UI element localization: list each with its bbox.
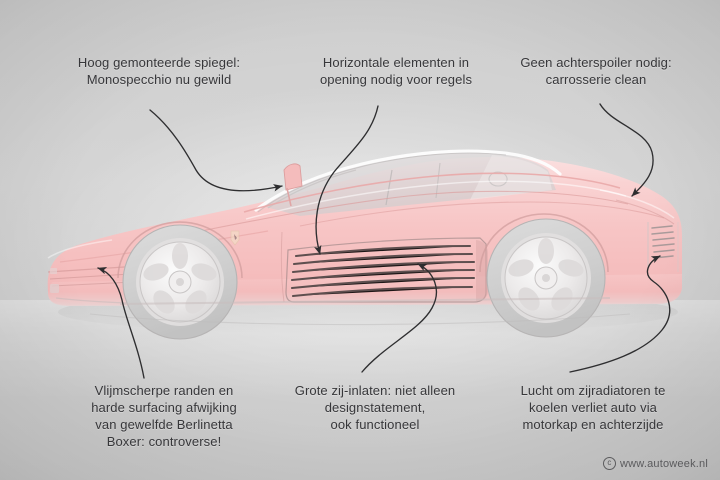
- annotation-mirror: Hoog gemonteerde spiegel: Monospecchio n…: [77, 55, 241, 87]
- annotation-sharp-edges: Vlijmscherpe randen en harde surfacing a…: [91, 383, 237, 449]
- annotation-side-intakes: Grote zij-inlaten: niet alleen designsta…: [294, 383, 456, 432]
- arrow-side-intakes: [361, 263, 437, 373]
- annotation-strakes-rules: Horizontale elementen in opening nodig v…: [319, 55, 473, 87]
- annotation-no-spoiler: Geen achterspoiler nodig: carrosserie cl…: [520, 55, 672, 87]
- watermark: c www.autoweek.nl: [603, 457, 708, 470]
- arrow-radiator-air: [569, 255, 671, 373]
- watermark-text: www.autoweek.nl: [620, 457, 708, 470]
- arrow-no-spoiler: [599, 103, 654, 197]
- arrow-strakes: [314, 105, 379, 255]
- arrow-mirror: [149, 109, 283, 192]
- annotation-radiator-air: Lucht om zijradiatoren te koelen verliet…: [520, 383, 666, 432]
- copyright-icon: c: [603, 457, 616, 470]
- arrow-sharp-edges: [97, 267, 145, 379]
